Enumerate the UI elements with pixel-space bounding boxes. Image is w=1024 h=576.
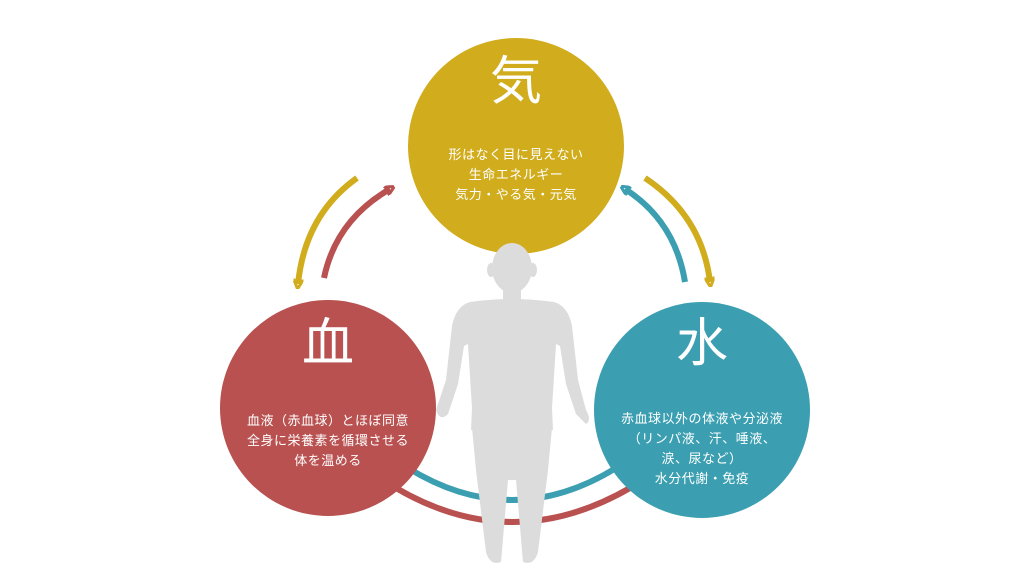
ki-description: 形はなく目に見えない 生命エネルギー 気力・やる気・元気 (448, 146, 583, 206)
ki-line-2: 生命エネルギー (468, 168, 564, 183)
ketsu-kanji: 血 (301, 314, 354, 374)
ketsu-line-1: 血液（赤血球）とほぼ同意 (246, 414, 409, 429)
arrow-ki-to-sui (643, 175, 710, 282)
sui-kanji: 水 (675, 314, 728, 374)
ketsu-circle: 血 血液（赤血球）とほぼ同意 全身に栄養素を循環させる 体を温める (220, 300, 436, 516)
arrow-sui-to-ki (625, 189, 688, 283)
sui-line-2: （リンパ液、汗、唾液、 (627, 432, 777, 447)
sui-description: 赤血球以外の体液や分泌液 （リンパ液、汗、唾液、 涙、尿など） 水分代謝・免疫 (621, 410, 783, 490)
sui-line-4: 水分代謝・免疫 (654, 472, 750, 487)
ki-line-3: 気力・やる気・元気 (455, 188, 577, 203)
ki-line-1: 形はなく目に見えない (448, 148, 584, 163)
sui-line-1: 赤血球以外の体液や分泌液 (620, 412, 783, 427)
arrow-ki-to-ketsu (298, 175, 359, 284)
arc-ketsu-sui-teal (406, 465, 618, 503)
sui-line-3: 涙、尿など） (661, 452, 743, 467)
ki-circle: 気 形はなく目に見えない 生命エネルギー 気力・やる気・元気 (408, 38, 624, 254)
sui-circle: 水 赤血球以外の体液や分泌液 （リンパ液、汗、唾液、 涙、尿など） 水分代謝・免… (594, 302, 810, 518)
ki-kanji: 気 (489, 52, 542, 112)
ketsu-description: 血液（赤血球）とほぼ同意 全身に栄養素を循環させる 体を温める (247, 412, 409, 472)
ketsu-line-3: 体を温める (294, 454, 362, 469)
arrow-ketsu-to-ki (321, 189, 390, 279)
arc-ketsu-sui-red (394, 485, 632, 525)
ketsu-line-2: 全身に栄養素を循環させる (246, 434, 409, 449)
